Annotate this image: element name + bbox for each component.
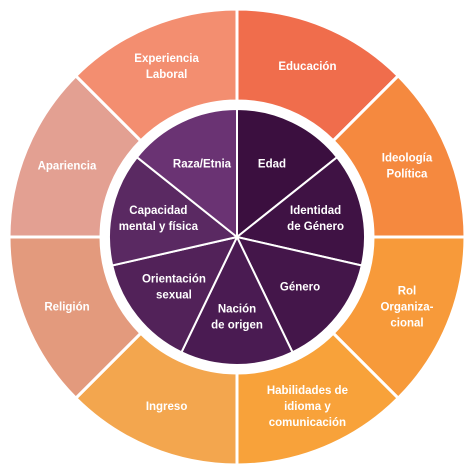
inner-segment [180, 234, 294, 366]
inner-segment-label: Orientación sexual [142, 273, 206, 301]
outer-segment-label: Ingreso [146, 401, 188, 413]
outer-segment-label-line: Laboral [146, 69, 188, 81]
outer-segment-label: Religión [44, 301, 89, 313]
inner-segment-label: Género [280, 281, 320, 293]
inner-segment-label-line: Capacidad [129, 205, 187, 217]
outer-segment-label: Apariencia [38, 161, 97, 173]
inner-segment [234, 155, 366, 267]
inner-segment-label-line: de Género [287, 221, 344, 233]
inner-segment-label: Raza/Etnia [173, 158, 232, 170]
inner-segment-label-line: Nación [218, 304, 256, 316]
inner-segment-label-line: Raza/Etnia [173, 158, 232, 170]
outer-segment-label-line: Educación [278, 61, 336, 73]
inner-segment-label-line: Identidad [290, 205, 341, 217]
outer-segment-label-line: comunicación [269, 417, 346, 429]
inner-segment-label: Identidad de Género [287, 205, 344, 233]
outer-segment-label-line: Rol [398, 285, 417, 297]
inner-segment [111, 235, 239, 354]
inner-segment [236, 107, 339, 240]
outer-segment-label-line: Ideología [382, 153, 433, 165]
outer-segment-label: Educación [278, 61, 336, 73]
outer-segment-label-line: Organiza- [380, 301, 433, 313]
inner-segment-label: Nación de origen [211, 304, 263, 332]
inner-segment-label: Edad [258, 158, 286, 170]
inner-segment-label-line: Edad [258, 158, 286, 170]
inner-segment [235, 235, 363, 354]
inner-segment-label-line: Género [280, 281, 320, 293]
inner-segment [108, 155, 240, 267]
outer-segment-label-line: Política [387, 169, 429, 181]
outer-segment-label-line: Ingreso [146, 401, 188, 413]
inner-segment-label: Capacidad mental y física [119, 205, 199, 233]
outer-segment-label-line: Religión [44, 301, 89, 313]
inner-segment-label-line: sexual [156, 289, 192, 301]
outer-segment-label-line: idioma y [284, 401, 331, 413]
inner-segment-label-line: Orientación [142, 273, 206, 285]
outer-segment-label: Habilidades de idioma y comunicación [267, 385, 348, 429]
outer-segment-label-line: Apariencia [38, 161, 97, 173]
outer-segment-label-line: cional [390, 317, 423, 329]
outer-segment-label-line: Experiencia [134, 53, 199, 65]
inner-segment-label-line: mental y física [119, 221, 199, 233]
inner-segment [135, 107, 238, 240]
inner-segment-label-line: de origen [211, 320, 263, 332]
outer-segment-label-line: Habilidades de [267, 385, 348, 397]
